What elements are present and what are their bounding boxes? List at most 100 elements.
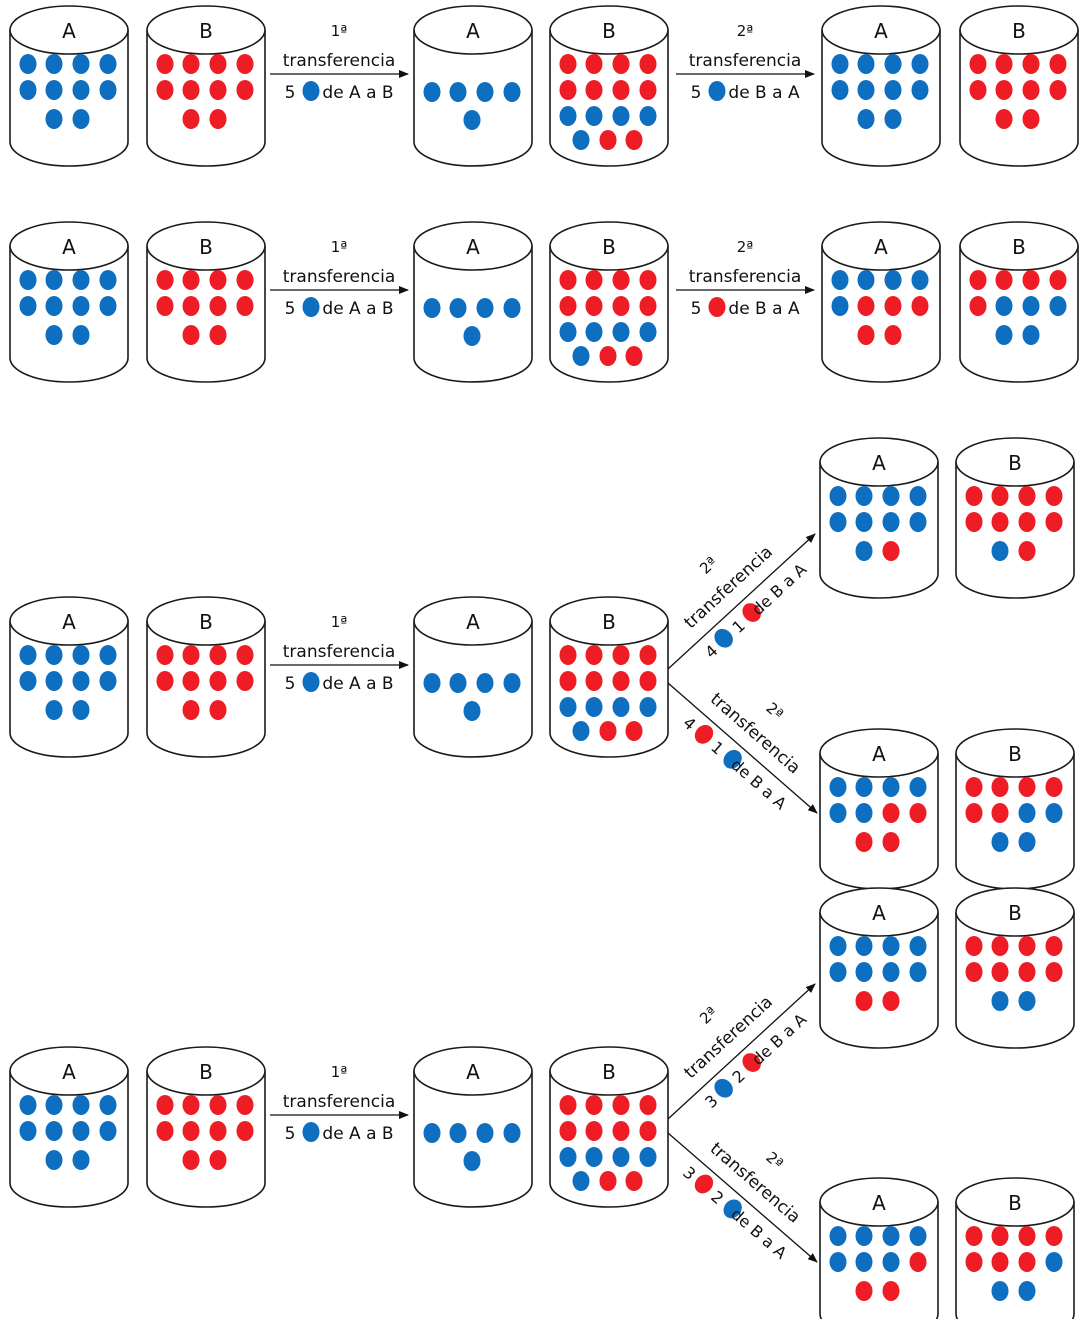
ball-red: [612, 296, 630, 316]
ball-red: [182, 671, 200, 691]
transfer-order: 2ª: [762, 1148, 786, 1172]
ball-blue: [99, 296, 117, 316]
ball-blue: [45, 109, 63, 129]
ball-red: [1022, 270, 1040, 290]
ball-blue: [463, 110, 481, 130]
jar-rim: [9, 221, 129, 271]
ball-blue: [72, 1121, 90, 1141]
ball-blue: [639, 1147, 657, 1167]
ball-red: [612, 1121, 630, 1141]
ball-blue: [909, 1226, 927, 1246]
jar-rim: [9, 5, 129, 55]
ball-red: [694, 724, 714, 744]
transfer-count-2: 1: [728, 616, 748, 637]
ball-blue: [882, 936, 900, 956]
ball-red: [585, 671, 603, 691]
jar-b-middle: B: [549, 596, 669, 758]
ball-blue: [423, 1123, 441, 1143]
jar-rim: [549, 5, 669, 55]
jar-rim: [959, 221, 1079, 271]
jar-body: [146, 621, 266, 758]
ball-red: [182, 270, 200, 290]
jar-body: [9, 246, 129, 383]
ball-blue: [72, 1095, 90, 1115]
jar-rim: [413, 221, 533, 271]
ball-blue: [463, 326, 481, 346]
jar-label: A: [874, 19, 888, 43]
ball-blue: [45, 296, 63, 316]
jar-body: [819, 1202, 939, 1319]
ball-red: [1045, 1226, 1063, 1246]
ball-blue: [882, 1226, 900, 1246]
ball-red: [585, 1121, 603, 1141]
ball-blue: [829, 777, 847, 797]
ball-red: [209, 700, 227, 720]
ball-blue: [911, 270, 929, 290]
ball-blue: [884, 54, 902, 74]
transfer-label: transferencia: [283, 1092, 395, 1112]
ball-blue: [503, 1123, 521, 1143]
ball-blue: [99, 645, 117, 665]
jar-rim: [146, 5, 266, 55]
ball-blue: [72, 54, 90, 74]
ball-blue: [829, 486, 847, 506]
ball-blue: [995, 296, 1013, 316]
ball-red: [236, 270, 254, 290]
ball-red: [156, 296, 174, 316]
ball-red: [182, 1150, 200, 1170]
jar-body: [821, 30, 941, 167]
ball-red: [969, 270, 987, 290]
ball-blue: [449, 1123, 467, 1143]
ball-red: [236, 54, 254, 74]
ball-blue: [882, 486, 900, 506]
ball-red: [209, 1095, 227, 1115]
ball-blue: [503, 82, 521, 102]
transfer-ball: [708, 297, 726, 317]
ball-red: [969, 296, 987, 316]
ball-blue: [612, 106, 630, 126]
ball-red: [182, 700, 200, 720]
jar-rim: [819, 887, 939, 937]
ball-red: [236, 645, 254, 665]
ball-blue: [829, 1226, 847, 1246]
ball-blue: [884, 80, 902, 100]
ball-red: [1018, 1226, 1036, 1246]
jar-rim: [9, 596, 129, 646]
ball-red: [156, 671, 174, 691]
jar-b-end: B: [959, 221, 1079, 383]
ball-blue: [857, 109, 875, 129]
arrow-line: [667, 983, 816, 1120]
ball-red: [612, 54, 630, 74]
ball-blue: [855, 803, 873, 823]
jar-label: B: [199, 19, 213, 43]
ball-blue: [884, 270, 902, 290]
jar-b-start: B: [146, 596, 266, 758]
ball-red: [882, 541, 900, 561]
ball-blue: [639, 322, 657, 342]
ball-red: [585, 645, 603, 665]
ball-red: [965, 962, 983, 982]
ball-blue: [855, 777, 873, 797]
ball-red: [182, 54, 200, 74]
jar-rim: [413, 1046, 533, 1096]
transfer-order: 1ª: [331, 238, 348, 256]
ball-blue: [72, 80, 90, 100]
ball-blue: [503, 298, 521, 318]
ball-blue: [1049, 296, 1067, 316]
transfer-order: 2ª: [696, 1003, 720, 1028]
ball-blue: [45, 54, 63, 74]
ball-red: [991, 1226, 1009, 1246]
ball-red: [1018, 541, 1036, 561]
ball-blue: [855, 962, 873, 982]
ball-red: [559, 54, 577, 74]
jar-a-start: A: [9, 1046, 129, 1208]
ball-red: [612, 80, 630, 100]
ball-blue: [559, 1147, 577, 1167]
ball-red: [965, 512, 983, 532]
ball-red: [639, 1121, 657, 1141]
ball-red: [182, 296, 200, 316]
jar-label: A: [872, 901, 886, 925]
ball-red: [995, 270, 1013, 290]
ball-blue: [476, 298, 494, 318]
